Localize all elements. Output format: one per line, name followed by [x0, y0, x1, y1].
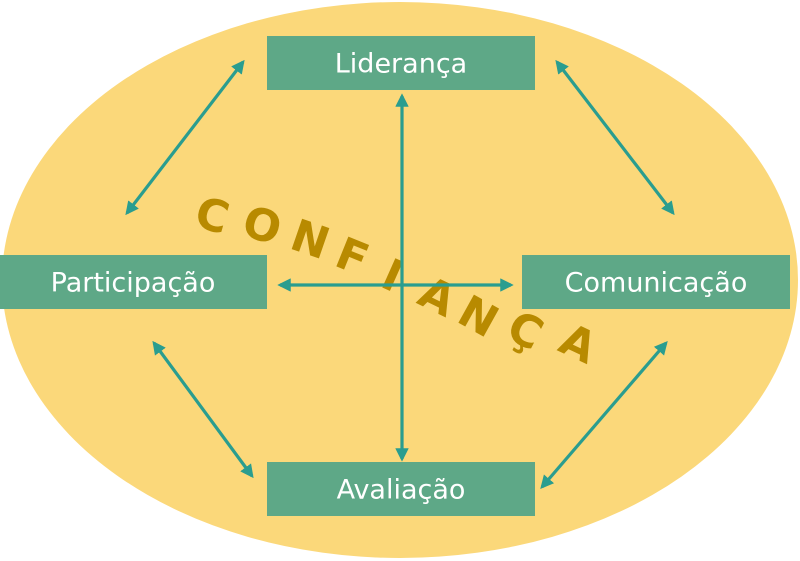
node-label: Comunicação — [565, 268, 748, 299]
node-label: Participação — [51, 268, 216, 299]
node-label: Avaliação — [337, 475, 466, 506]
node-participacao: Participação — [0, 255, 267, 309]
node-lideranca: Liderança — [267, 36, 535, 90]
arrow-participacao-avaliacao — [152, 340, 254, 479]
arrow-comunicacao-avaliacao — [540, 340, 668, 490]
node-comunicacao: Comunicação — [522, 255, 790, 309]
connector-arrows — [125, 59, 675, 490]
arrow-lideranca-participacao — [125, 59, 245, 216]
arrow-lideranca-comunicacao — [555, 59, 675, 216]
node-label: Liderança — [335, 49, 467, 80]
node-avaliacao: Avaliação — [267, 462, 535, 516]
